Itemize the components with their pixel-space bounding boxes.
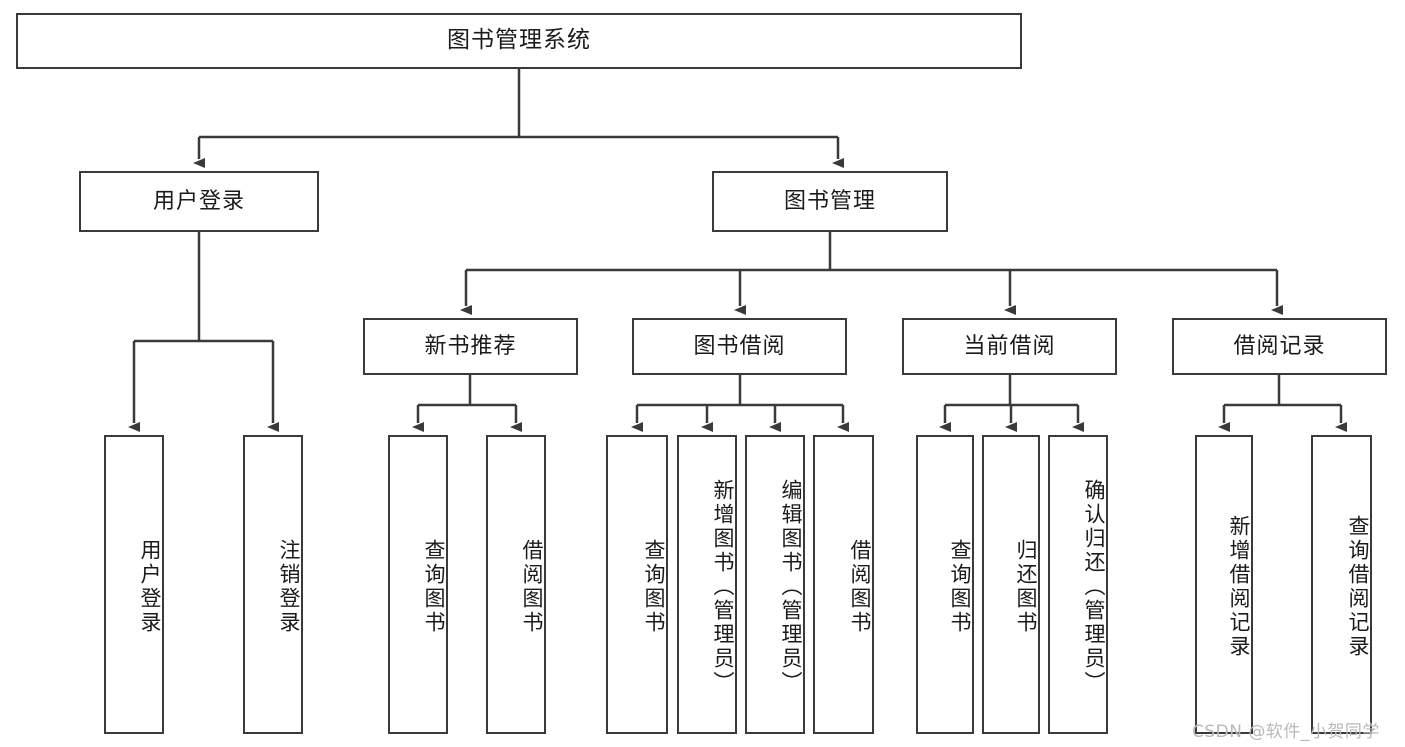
node-leaf-user-login-label: 用户登录 (138, 538, 162, 635)
node-leaf-return-book[interactable]: 归还图书 (982, 435, 1040, 734)
node-leaf-add-book-admin-label: 新增图书（管理员） (711, 478, 735, 695)
node-leaf-edit-book-admin-label: 编辑图书（管理员） (779, 478, 803, 695)
node-root-label: 图书管理系统 (447, 27, 591, 54)
node-leaf-user-login[interactable]: 用户登录 (104, 435, 164, 734)
node-leaf-query-book-1[interactable]: 查询图书 (388, 435, 448, 734)
node-leaf-borrow-book-2-label: 借阅图书 (848, 538, 872, 635)
node-leaf-borrow-book-1[interactable]: 借阅图书 (486, 435, 546, 734)
node-leaf-query-borrow-record-label: 查询借阅记录 (1346, 514, 1370, 659)
node-leaf-add-borrow-record-label: 新增借阅记录 (1227, 514, 1251, 659)
node-leaf-query-book-1-label: 查询图书 (422, 538, 446, 635)
node-new-book-recommend[interactable]: 新书推荐 (363, 318, 578, 375)
node-leaf-add-borrow-record[interactable]: 新增借阅记录 (1195, 435, 1253, 734)
node-current-borrow-label: 当前借阅 (963, 333, 1056, 359)
node-book-borrow[interactable]: 图书借阅 (632, 318, 847, 375)
node-leaf-logout-login-label: 注销登录 (277, 538, 301, 635)
node-leaf-logout-login[interactable]: 注销登录 (243, 435, 303, 734)
node-user-login-label: 用户登录 (152, 188, 245, 214)
node-root[interactable]: 图书管理系统 (16, 13, 1022, 69)
node-book-manage[interactable]: 图书管理 (712, 171, 948, 232)
csdn-watermark: CSDN @软件_小贺同学 (1192, 722, 1380, 742)
node-current-borrow[interactable]: 当前借阅 (902, 318, 1117, 375)
node-new-book-recommend-label: 新书推荐 (424, 333, 517, 359)
node-borrow-record-label: 借阅记录 (1233, 333, 1326, 359)
node-leaf-query-book-2[interactable]: 查询图书 (606, 435, 668, 734)
node-book-borrow-label: 图书借阅 (693, 333, 786, 359)
node-book-manage-label: 图书管理 (783, 188, 876, 214)
node-leaf-query-book-3[interactable]: 查询图书 (916, 435, 974, 734)
node-leaf-query-borrow-record[interactable]: 查询借阅记录 (1311, 435, 1372, 734)
node-leaf-confirm-return-admin[interactable]: 确认归还（管理员） (1048, 435, 1108, 734)
node-leaf-return-book-label: 归还图书 (1014, 538, 1038, 635)
node-leaf-query-book-3-label: 查询图书 (948, 538, 972, 635)
node-leaf-confirm-return-admin-label: 确认归还（管理员） (1082, 478, 1106, 695)
node-leaf-borrow-book-1-label: 借阅图书 (520, 538, 544, 635)
node-leaf-add-book-admin[interactable]: 新增图书（管理员） (677, 435, 737, 734)
node-borrow-record[interactable]: 借阅记录 (1172, 318, 1387, 375)
node-leaf-edit-book-admin[interactable]: 编辑图书（管理员） (745, 435, 805, 734)
node-leaf-borrow-book-2[interactable]: 借阅图书 (813, 435, 874, 734)
node-leaf-query-book-2-label: 查询图书 (642, 538, 666, 635)
node-user-login[interactable]: 用户登录 (79, 171, 319, 232)
